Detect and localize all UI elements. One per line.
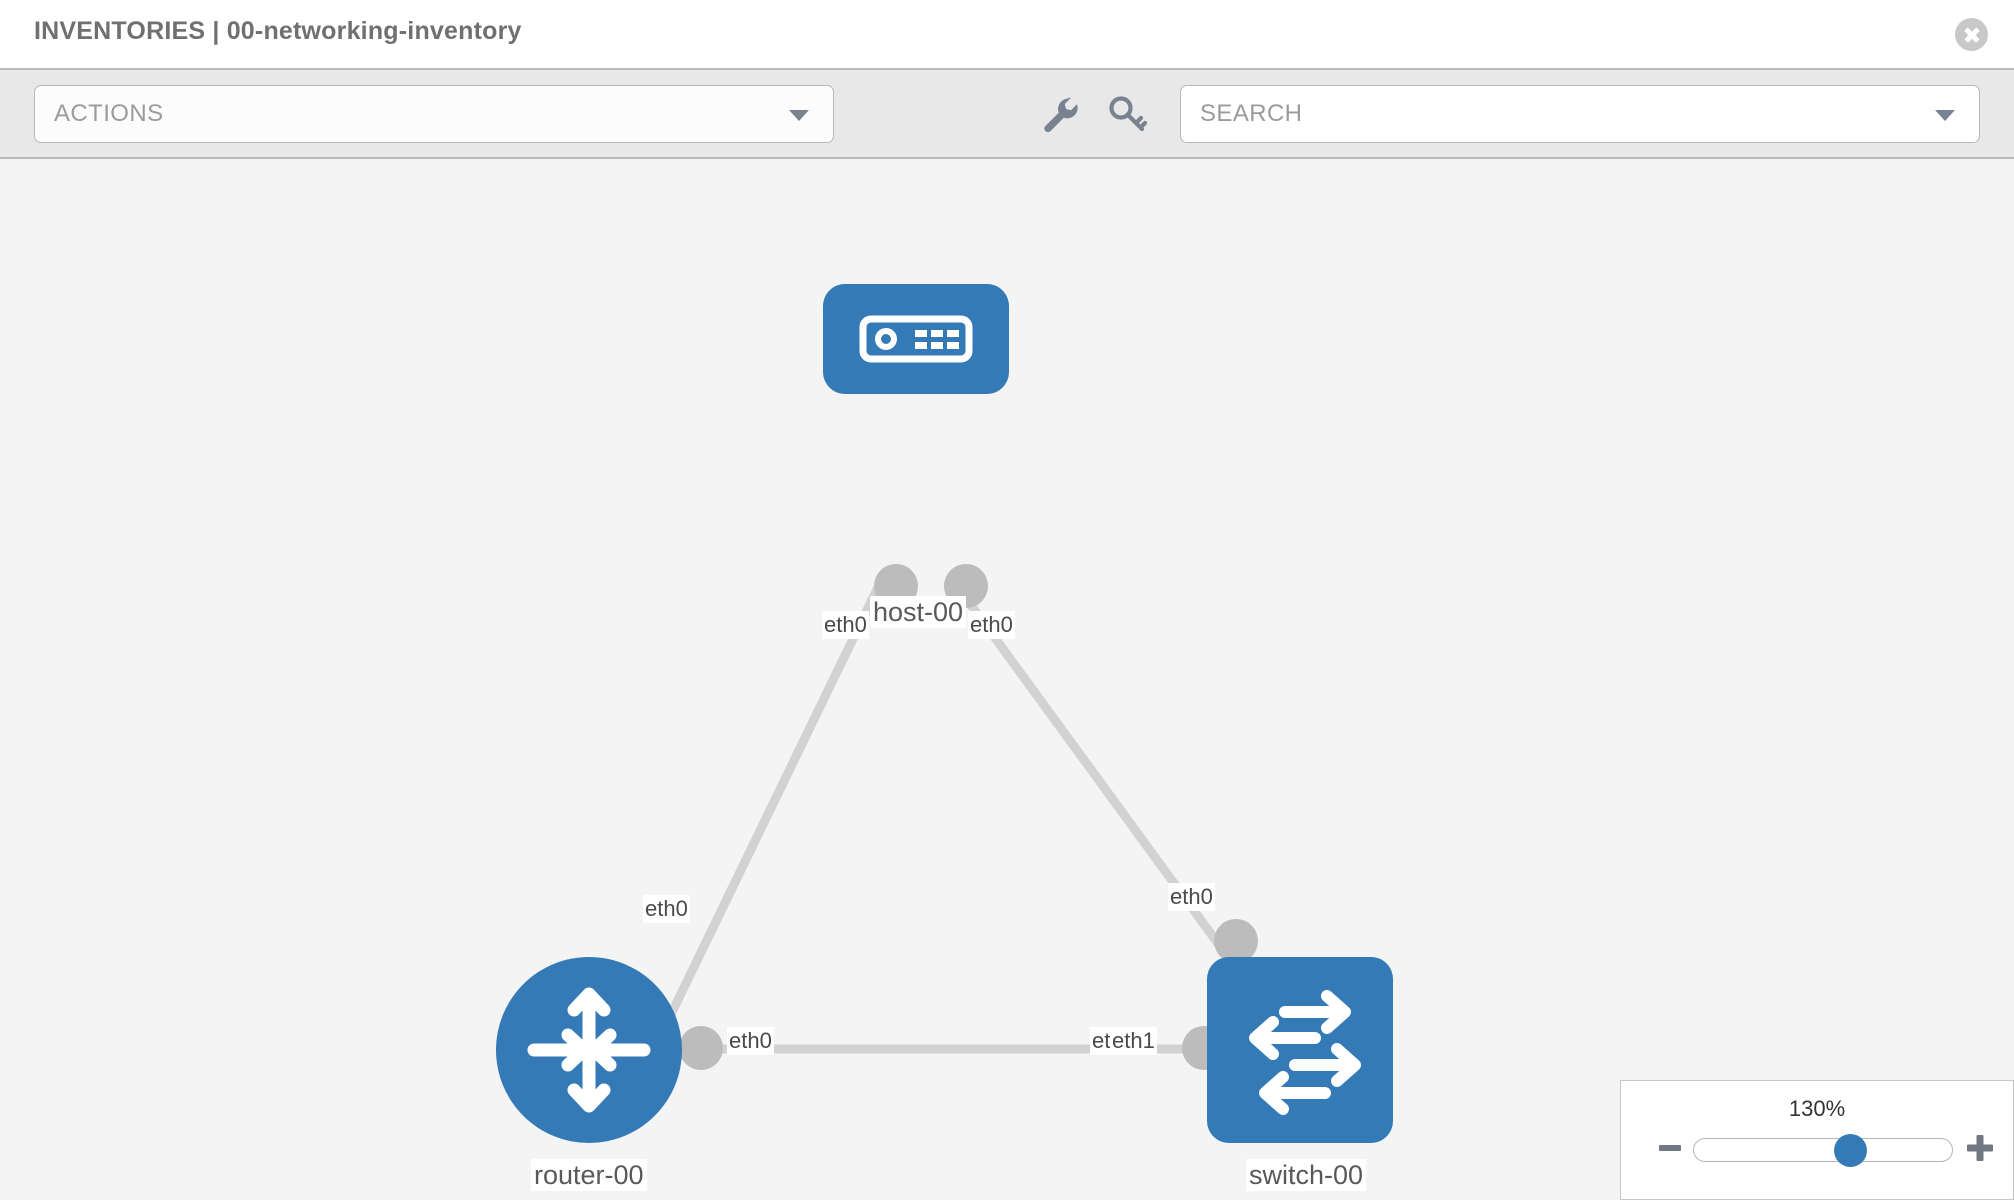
zoom-slider-thumb[interactable] [1833,1133,1867,1167]
actions-dropdown[interactable]: ACTIONS [34,85,834,143]
node-label-router-00: router-00 [531,1159,647,1191]
search-input[interactable]: SEARCH [1180,85,1980,143]
page-header: INVENTORIES | 00-networking-inventory [0,0,2014,68]
chevron-down-icon[interactable] [1935,110,1955,121]
router-arrows-icon [527,987,651,1113]
node-router-00[interactable] [496,957,682,1143]
zoom-out-button[interactable] [1653,1131,1687,1165]
interface-label-router00-eth0-uplink: eth0 [643,895,690,923]
server-icon [859,315,973,363]
close-icon[interactable] [1955,18,1988,51]
topology-canvas[interactable]: host-00 router-00 switch-00 eth0 eth0 et… [0,159,2014,1200]
zoom-slider[interactable] [1693,1133,1953,1167]
interface-label-host00-eth0-left: eth0 [822,611,869,639]
interface-label-router00-eth0: eth0 [727,1027,774,1055]
chevron-down-icon [789,110,809,121]
interface-label-switch00-eth1: eth1 [1110,1027,1157,1055]
toolbar: ACTIONS SEARCH [0,68,2014,159]
zoom-control-panel: 130% [1620,1080,2014,1200]
interface-dot-switch00-eth0[interactable] [1214,919,1258,963]
node-host-00[interactable] [823,284,1009,394]
search-placeholder: SEARCH [1200,100,1303,127]
switch-arrows-icon [1249,990,1361,1115]
node-switch-00[interactable] [1207,957,1393,1143]
zoom-level-label: 130% [1788,1096,1846,1121]
key-icon[interactable] [1106,92,1150,136]
wrench-icon[interactable] [1038,92,1082,136]
node-label-switch-00: switch-00 [1246,1159,1367,1191]
node-label-host-00: host-00 [870,596,967,628]
zoom-in-button[interactable] [1963,1131,1997,1165]
actions-dropdown-label: ACTIONS [54,100,164,127]
edge-host00-router00 [655,577,887,1039]
interface-label-host00-eth0-right: eth0 [968,611,1015,639]
interface-dot-router00-eth0[interactable] [679,1026,723,1070]
page-title: INVENTORIES | 00-networking-inventory [34,17,522,45]
interface-label-switch00-eth0-uplink: eth0 [1168,883,1215,911]
